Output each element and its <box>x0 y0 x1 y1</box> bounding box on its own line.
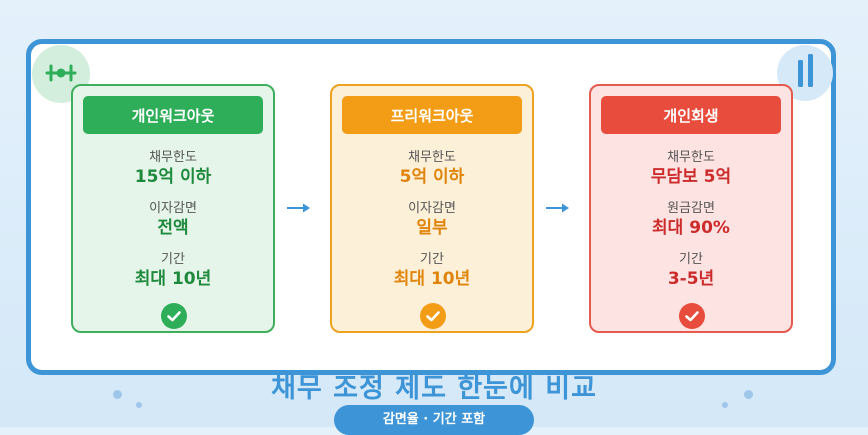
row-label: 기간 <box>679 252 703 267</box>
row-value: 최대 10년 <box>393 269 471 289</box>
card-header: 개인워크아웃 <box>83 96 263 134</box>
row-label: 이자감면 <box>408 201 456 216</box>
row-label: 기간 <box>420 252 444 267</box>
card-header: 프리워크아웃 <box>342 96 522 134</box>
check-icon <box>167 311 181 322</box>
reduction-row: 이자감면 일부 <box>332 201 532 239</box>
debt-limit-row: 채무한도 15억 이하 <box>73 150 273 188</box>
card-pre-workout: 프리워크아웃 채무한도 5억 이하 이자감면 일부 기간 최대 10년 <box>330 84 534 333</box>
row-value: 5억 이하 <box>399 167 465 187</box>
check-icon <box>685 311 699 322</box>
debt-limit-row: 채무한도 5억 이하 <box>332 150 532 188</box>
debt-limit-row: 채무한도 무담보 5억 <box>591 150 791 188</box>
check-badge <box>679 303 705 329</box>
card-personal-rehabilitation: 개인회생 채무한도 무담보 5억 원금감면 최대 90% 기간 3-5년 <box>589 84 793 333</box>
row-label: 채무한도 <box>408 150 456 165</box>
row-value: 3-5년 <box>667 269 715 289</box>
page-title: 채무 조정 제도 한눈에 비교 <box>271 373 597 404</box>
period-row: 기간 최대 10년 <box>332 252 532 290</box>
check-badge <box>161 303 187 329</box>
row-value: 최대 10년 <box>134 269 212 289</box>
decor-dot <box>136 402 142 408</box>
period-row: 기간 3-5년 <box>591 252 791 290</box>
card-header: 개인회생 <box>601 96 781 134</box>
row-label: 채무한도 <box>667 150 715 165</box>
row-value: 최대 90% <box>652 218 730 238</box>
decor-dot <box>722 402 728 408</box>
row-value: 전액 <box>157 218 189 238</box>
check-icon <box>426 311 440 322</box>
reduction-row: 이자감면 전액 <box>73 201 273 239</box>
row-label: 이자감면 <box>149 201 197 216</box>
scale-icon <box>45 64 77 82</box>
row-value: 15억 이하 <box>134 167 212 187</box>
corner-badge-left <box>32 45 90 103</box>
bar-icon <box>798 54 813 87</box>
row-value: 무담보 5억 <box>650 167 732 187</box>
decor-dot <box>113 390 122 399</box>
reduction-row: 원금감면 최대 90% <box>591 201 791 239</box>
row-label: 채무한도 <box>149 150 197 165</box>
subtitle-pill: 감면율 · 기간 포함 <box>334 405 534 435</box>
row-label: 원금감면 <box>667 201 715 216</box>
period-row: 기간 최대 10년 <box>73 252 273 290</box>
check-badge <box>420 303 446 329</box>
row-label: 기간 <box>161 252 185 267</box>
card-personal-workout: 개인워크아웃 채무한도 15억 이하 이자감면 전액 기간 최대 10년 <box>71 84 275 333</box>
arrow-right-icon <box>287 203 310 213</box>
arrow-right-icon <box>546 203 569 213</box>
decor-dot <box>744 390 753 399</box>
row-value: 일부 <box>416 218 448 238</box>
